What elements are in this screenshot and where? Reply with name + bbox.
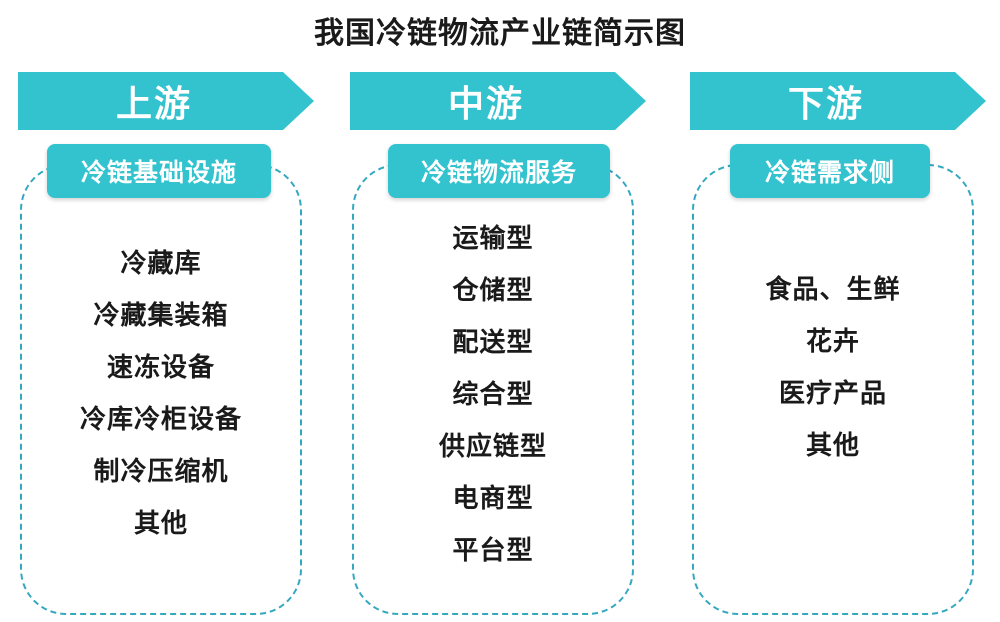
diagram-title: 我国冷链物流产业链简示图 bbox=[314, 16, 686, 51]
category-badge-midstream: 冷链物流服务 bbox=[388, 144, 610, 198]
list-item: 仓储型 bbox=[452, 276, 534, 306]
list-item: 冷藏库 bbox=[120, 249, 202, 279]
column-midstream: 中游 冷链物流服务 运输型 仓储型 配送型 综合型 供应链型 电商型 平台型 bbox=[350, 72, 646, 617]
list-item: 冷库冷柜设备 bbox=[79, 405, 242, 435]
item-list-downstream: 食品、生鲜 花卉 医疗产品 其他 bbox=[690, 264, 976, 472]
stage-label-upstream: 上游 bbox=[115, 83, 192, 125]
column-downstream: 下游 冷链需求侧 食品、生鲜 花卉 医疗产品 其他 bbox=[690, 72, 986, 617]
list-item: 速冻设备 bbox=[106, 353, 215, 383]
list-item: 供应链型 bbox=[438, 432, 547, 462]
stage-arrow-midstream: 中游 bbox=[350, 72, 646, 130]
item-list-upstream: 冷藏库 冷藏集装箱 速冻设备 冷库冷柜设备 制冷压缩机 其他 bbox=[18, 238, 304, 550]
list-item: 冷藏集装箱 bbox=[93, 301, 229, 331]
column-upstream: 上游 冷链基础设施 冷藏库 冷藏集装箱 速冻设备 冷库冷柜设备 制冷压缩机 其他 bbox=[18, 72, 314, 617]
item-list-midstream: 运输型 仓储型 配送型 综合型 供应链型 电商型 平台型 bbox=[350, 213, 636, 577]
list-item: 制冷压缩机 bbox=[93, 457, 229, 487]
list-item: 其他 bbox=[805, 431, 860, 461]
list-item: 其他 bbox=[133, 509, 188, 539]
list-item: 电商型 bbox=[452, 484, 534, 514]
category-badge-upstream: 冷链基础设施 bbox=[47, 144, 271, 198]
list-item: 花卉 bbox=[805, 327, 860, 357]
category-badge-downstream: 冷链需求侧 bbox=[730, 144, 930, 198]
stage-label-midstream: 中游 bbox=[447, 83, 524, 125]
list-item: 综合型 bbox=[452, 380, 534, 410]
stage-arrow-downstream: 下游 bbox=[690, 72, 986, 130]
list-item: 食品、生鲜 bbox=[765, 275, 901, 305]
list-item: 平台型 bbox=[452, 536, 534, 566]
list-item: 配送型 bbox=[452, 328, 534, 358]
list-item: 运输型 bbox=[452, 224, 534, 254]
list-item: 医疗产品 bbox=[778, 379, 887, 409]
stage-label-downstream: 下游 bbox=[787, 83, 864, 125]
stage-arrow-upstream: 上游 bbox=[18, 72, 314, 130]
